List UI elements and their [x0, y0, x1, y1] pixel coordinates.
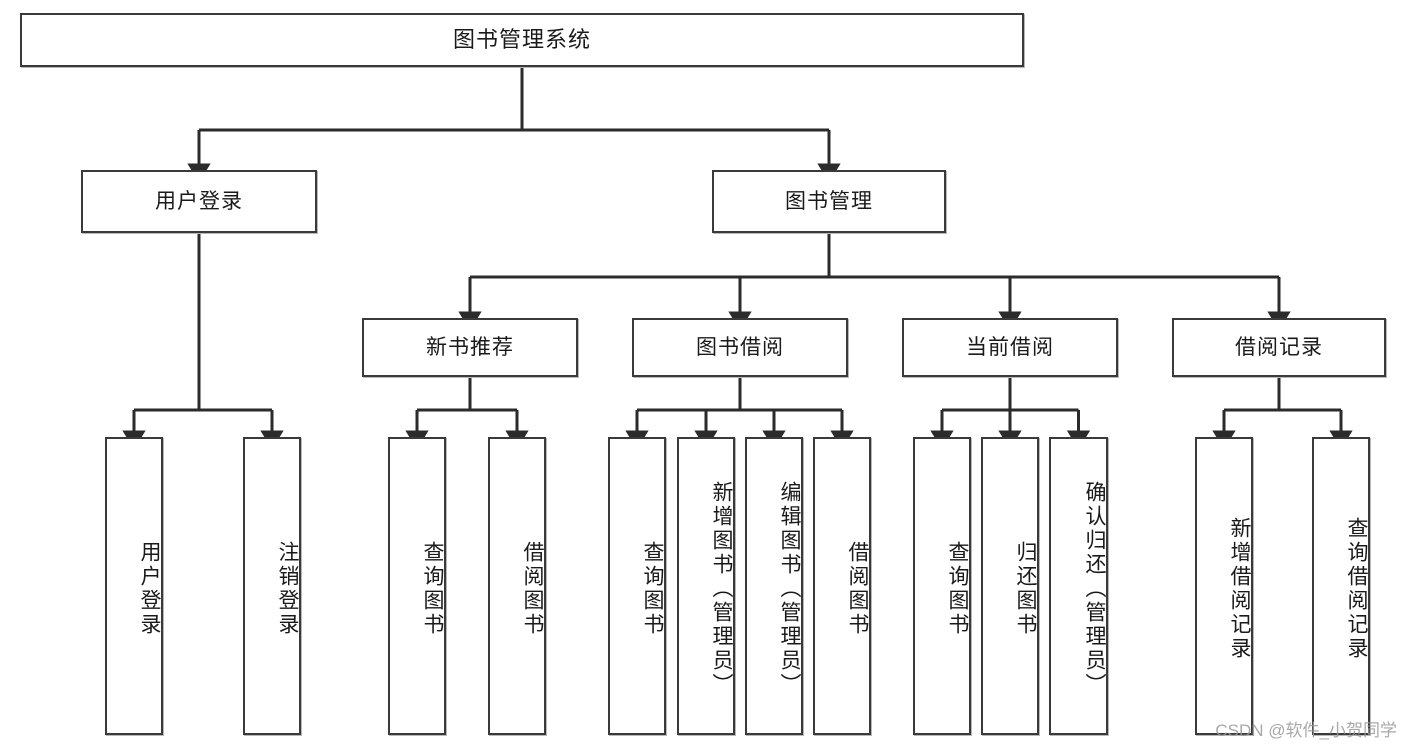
node-leaf-query-book-2[interactable]: 查询图书	[608, 437, 666, 735]
node-label: 图书管理	[785, 189, 873, 213]
node-label: 新增借阅记录	[1228, 517, 1251, 661]
node-label: 用户登录	[138, 541, 161, 637]
node-label: 用户登录	[155, 189, 243, 213]
node-label: 注销登录	[276, 541, 299, 637]
node-borrow-record[interactable]: 借阅记录	[1172, 318, 1386, 377]
node-leaf-query-book-3[interactable]: 查询图书	[913, 437, 971, 735]
node-current-borrow[interactable]: 当前借阅	[902, 318, 1118, 377]
node-label: 编辑图书（管理员）	[778, 481, 801, 697]
watermark-text: CSDN @软件_小贺同学	[1215, 721, 1397, 740]
node-leaf-logout[interactable]: 注销登录	[243, 437, 301, 735]
node-leaf-return-book[interactable]: 归还图书	[981, 437, 1039, 735]
node-label: 归还图书	[1014, 541, 1037, 637]
node-label: 新增图书（管理员）	[710, 481, 733, 697]
node-book-manage[interactable]: 图书管理	[712, 170, 946, 233]
node-label: 图书管理系统	[452, 26, 591, 52]
node-label: 查询借阅记录	[1345, 517, 1368, 661]
node-label: 当前借阅	[966, 335, 1054, 359]
node-leaf-borrow-book-1[interactable]: 借阅图书	[488, 437, 546, 735]
node-label: 图书借阅	[696, 335, 784, 359]
node-leaf-add-book[interactable]: 新增图书（管理员）	[677, 437, 735, 735]
node-new-book-rec[interactable]: 新书推荐	[362, 318, 578, 377]
node-leaf-query-book-1[interactable]: 查询图书	[388, 437, 446, 735]
node-label: 借阅记录	[1235, 335, 1323, 359]
node-leaf-query-record[interactable]: 查询借阅记录	[1312, 437, 1370, 735]
node-user-login[interactable]: 用户登录	[81, 170, 317, 233]
node-label: 查询图书	[946, 541, 969, 637]
node-label: 查询图书	[421, 541, 444, 637]
node-label: 查询图书	[641, 541, 664, 637]
node-leaf-add-record[interactable]: 新增借阅记录	[1195, 437, 1253, 735]
node-leaf-user-login[interactable]: 用户登录	[105, 437, 163, 735]
node-leaf-confirm-return[interactable]: 确认归还（管理员）	[1049, 437, 1108, 735]
node-leaf-borrow-book-2[interactable]: 借阅图书	[813, 437, 871, 735]
node-label: 新书推荐	[426, 335, 514, 359]
node-label: 借阅图书	[846, 541, 869, 637]
node-label: 确认归还（管理员）	[1083, 481, 1106, 697]
node-root[interactable]: 图书管理系统	[20, 13, 1024, 67]
node-label: 借阅图书	[521, 541, 544, 637]
node-leaf-edit-book[interactable]: 编辑图书（管理员）	[745, 437, 803, 735]
node-book-borrow[interactable]: 图书借阅	[632, 318, 848, 377]
